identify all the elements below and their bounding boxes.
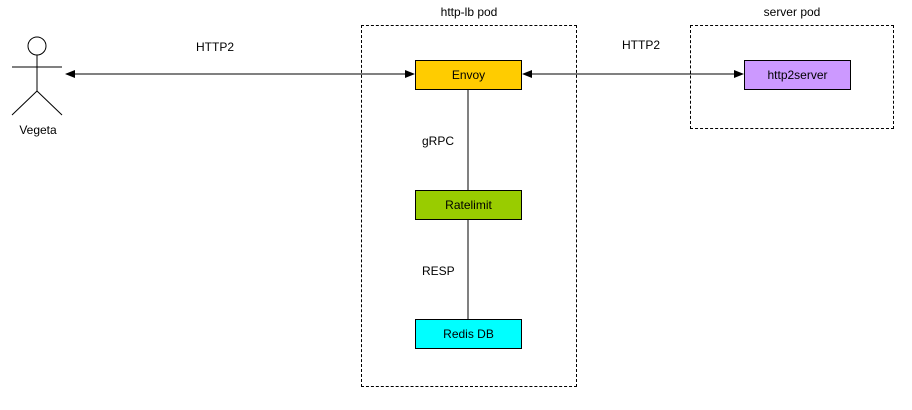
actor-label: Vegeta — [19, 123, 57, 137]
stick-figure-icon — [11, 36, 63, 116]
http2server-node[interactable]: http2server — [744, 60, 851, 90]
server-pod-label: server pod — [763, 5, 821, 19]
envoy-node[interactable]: Envoy — [415, 60, 522, 90]
envoy-server-edge-label: HTTP2 — [622, 38, 661, 52]
envoy-ratelimit-edge-label: gRPC — [422, 134, 455, 148]
http-lb-pod — [361, 25, 577, 387]
redis-db-node[interactable]: Redis DB — [415, 319, 522, 349]
ratelimit-redis-edge-label: RESP — [422, 264, 455, 278]
server-pod — [690, 25, 894, 129]
vegeta-envoy-edge-label: HTTP2 — [196, 40, 235, 54]
http-lb-pod-label: http-lb pod — [440, 5, 498, 19]
ratelimit-node[interactable]: Ratelimit — [415, 190, 522, 220]
